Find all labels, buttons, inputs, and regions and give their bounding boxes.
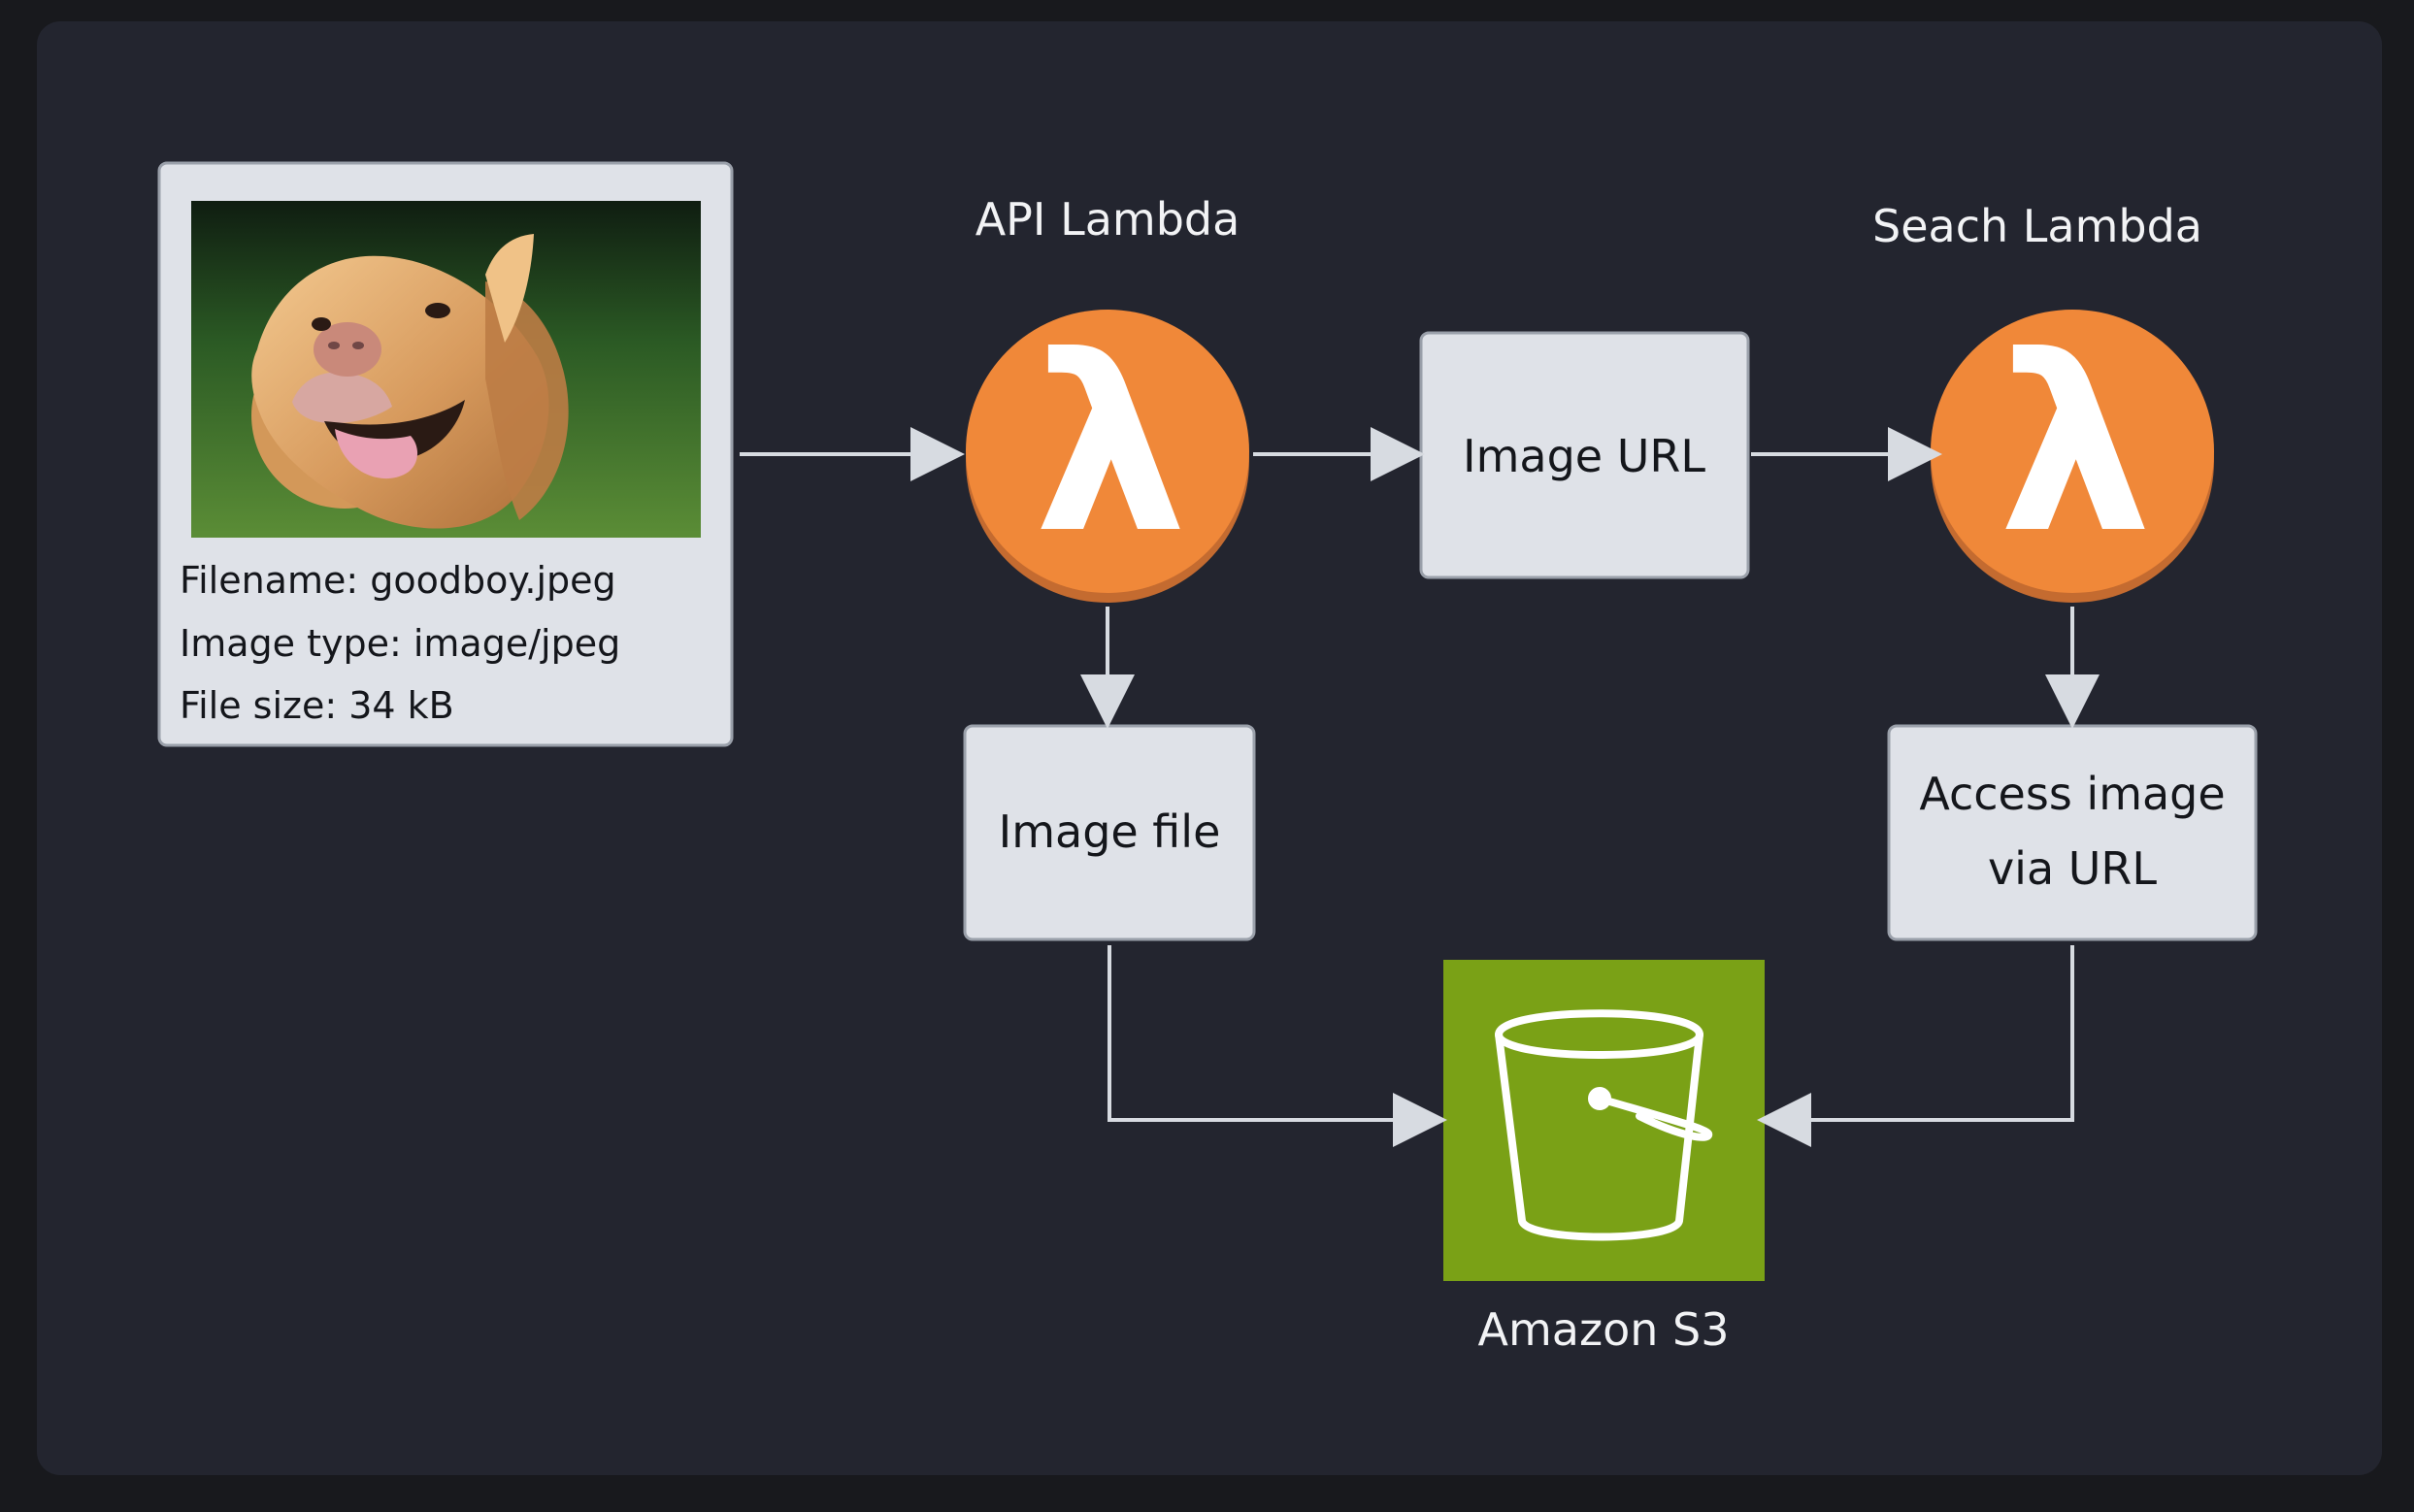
image-url-box: Image URL <box>1419 331 1750 579</box>
dog-image <box>191 201 701 538</box>
file-size-line: File size: 34 kB <box>180 684 454 727</box>
image-url-label: Image URL <box>1463 430 1705 482</box>
lambda-icon: λ <box>1999 304 2152 586</box>
connectors <box>740 427 2100 1147</box>
bucket-icon <box>1495 1009 1713 1241</box>
image-file-label: Image file <box>999 805 1221 858</box>
search-lambda-label: Seach Lambda <box>1872 200 2202 252</box>
amazon-s3-label: Amazon S3 <box>1478 1303 1730 1356</box>
lambda-icon: λ <box>1034 304 1187 586</box>
image-file-box: Image file <box>963 724 1256 941</box>
image-card: Filename: goodboy.jpeg Image type: image… <box>157 161 734 747</box>
amazon-s3-node <box>1443 960 1765 1281</box>
search-lambda-node: λ <box>1931 304 2214 603</box>
access-image-box: Access image via URL <box>1887 724 2258 941</box>
image-type-line: Image type: image/jpeg <box>180 622 620 665</box>
api-lambda-node: λ <box>966 304 1249 603</box>
filename-line: Filename: goodboy.jpeg <box>180 559 616 602</box>
access-image-line-2: via URL <box>1988 842 2157 895</box>
api-lambda-label: API Lambda <box>976 193 1240 246</box>
access-image-line-1: Access image <box>1919 768 2225 820</box>
